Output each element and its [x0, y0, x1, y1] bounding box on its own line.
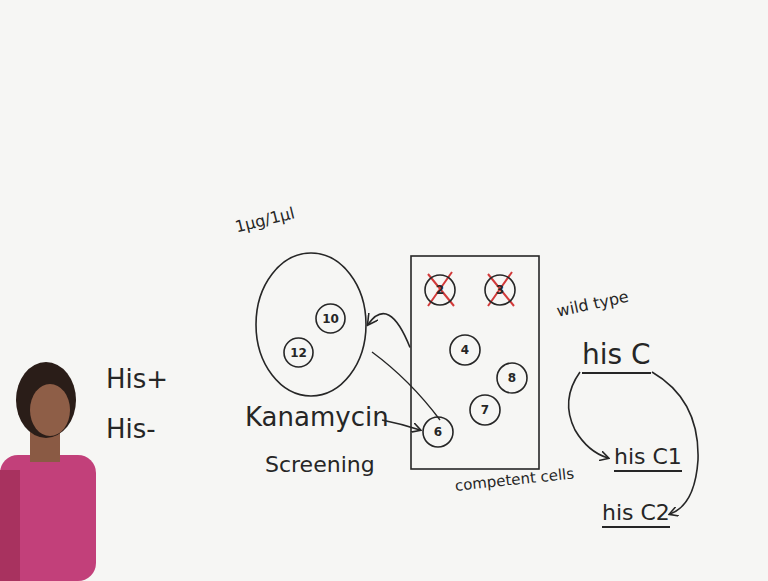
outline-stroke [470, 395, 500, 425]
outline-stroke [316, 304, 345, 333]
master-plate: competent cells234867 [410, 255, 540, 470]
colony-number: 12 [290, 346, 307, 360]
phenotype-label: His- [106, 414, 156, 444]
colony: 6 [422, 416, 454, 448]
method-label: Kanamycin [245, 402, 389, 432]
method-label: Screening [265, 452, 375, 477]
colony: 12 [283, 337, 314, 368]
outline-stroke [450, 335, 480, 365]
gene-label: his C1 [614, 444, 682, 472]
colony: 8 [496, 362, 528, 394]
mutation-arrow [569, 372, 608, 458]
colony-number: 7 [481, 403, 489, 417]
outline-stroke [425, 275, 455, 305]
colony: 2 [424, 274, 456, 306]
colony-number: 10 [322, 312, 339, 326]
colony-number: 6 [434, 425, 442, 439]
colony: 4 [449, 334, 481, 366]
shape-outline [255, 252, 367, 397]
transfer-arrow [368, 314, 410, 348]
outline-stroke [411, 256, 539, 469]
colony-number: 2 [436, 283, 444, 297]
outline-stroke [497, 363, 527, 393]
rejected-cross [428, 272, 514, 306]
colony-number: 8 [508, 371, 516, 385]
outline-stroke [423, 417, 453, 447]
colony: 7 [469, 394, 501, 426]
outline-stroke [485, 275, 515, 305]
colony: 10 [315, 303, 346, 334]
outline-stroke [256, 253, 366, 396]
lecturer-figure [0, 362, 96, 581]
plate-heading: 1µg/1µl [233, 203, 297, 236]
note-label: wild type [555, 287, 630, 321]
mutation-arrow [652, 372, 698, 514]
agar-plate: 1µg/1µl1012 [255, 252, 367, 397]
colony: 3 [484, 274, 516, 306]
colony-number: 4 [461, 343, 469, 357]
phenotype-label: His+ [106, 364, 168, 394]
gene-label: his C2 [602, 500, 670, 528]
gene-label: his C [582, 338, 651, 374]
outline-stroke [284, 338, 313, 367]
colony-number: 3 [496, 283, 504, 297]
shape-outline [410, 255, 540, 470]
